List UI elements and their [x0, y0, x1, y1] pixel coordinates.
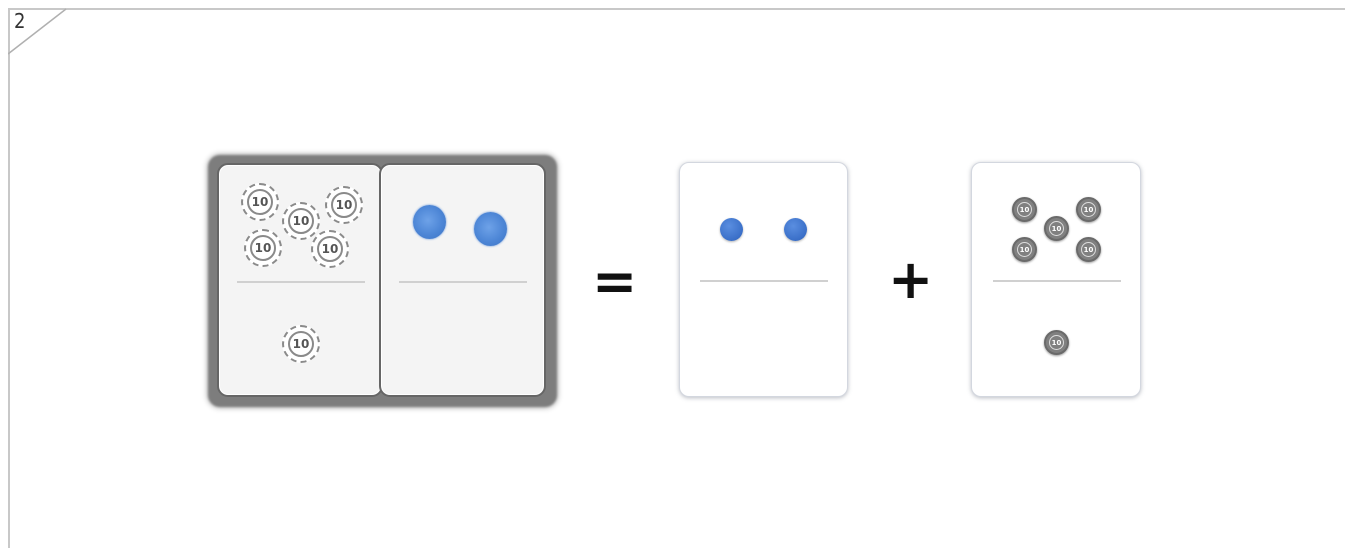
ten-disk: 10: [244, 229, 282, 267]
tens-result-card: 10 10 10 10 10 10: [971, 162, 1141, 397]
ten-chip: 10: [1012, 197, 1037, 222]
ten-disk: 10: [325, 186, 363, 224]
ten-chip-label: 10: [1017, 202, 1032, 217]
one-dot: [474, 212, 507, 246]
ten-disk-label: 10: [317, 236, 343, 262]
ones-result-card: [679, 162, 848, 397]
ones-card: [379, 163, 546, 397]
ten-chip-label: 10: [1049, 221, 1064, 236]
page-number: 2: [14, 9, 25, 33]
ones-result-divider: [700, 280, 828, 282]
ten-disk: 10: [311, 230, 349, 268]
tens-card-divider: [237, 281, 365, 283]
frame-left-border: [8, 8, 10, 548]
ten-chip: 10: [1012, 237, 1037, 262]
plus-sign: +: [888, 253, 933, 307]
ten-disk-label: 10: [288, 208, 314, 234]
one-dot: [784, 218, 807, 241]
tens-result-divider: [993, 280, 1121, 282]
one-dot: [413, 205, 446, 239]
ten-chip: 10: [1044, 216, 1069, 241]
ten-chip-label: 10: [1081, 242, 1096, 257]
ten-disk-label: 10: [331, 192, 357, 218]
ones-card-divider: [399, 281, 527, 283]
ten-disk-label: 10: [247, 189, 273, 215]
ten-chip: 10: [1076, 197, 1101, 222]
tens-card: 10 10 10 10 10 10: [217, 163, 383, 397]
ten-chip-label: 10: [1049, 335, 1064, 350]
ten-chip-label: 10: [1081, 202, 1096, 217]
ten-chip-label: 10: [1017, 242, 1032, 257]
ten-disk-label: 10: [288, 331, 314, 357]
ten-chip: 10: [1044, 330, 1069, 355]
ten-disk: 10: [282, 202, 320, 240]
ten-disk: 10: [241, 183, 279, 221]
frame-top-border: [8, 8, 1345, 10]
one-dot: [720, 218, 743, 241]
equals-sign: =: [592, 255, 637, 309]
ten-chip: 10: [1076, 237, 1101, 262]
ten-disk-label: 10: [250, 235, 276, 261]
ten-disk: 10: [282, 325, 320, 363]
